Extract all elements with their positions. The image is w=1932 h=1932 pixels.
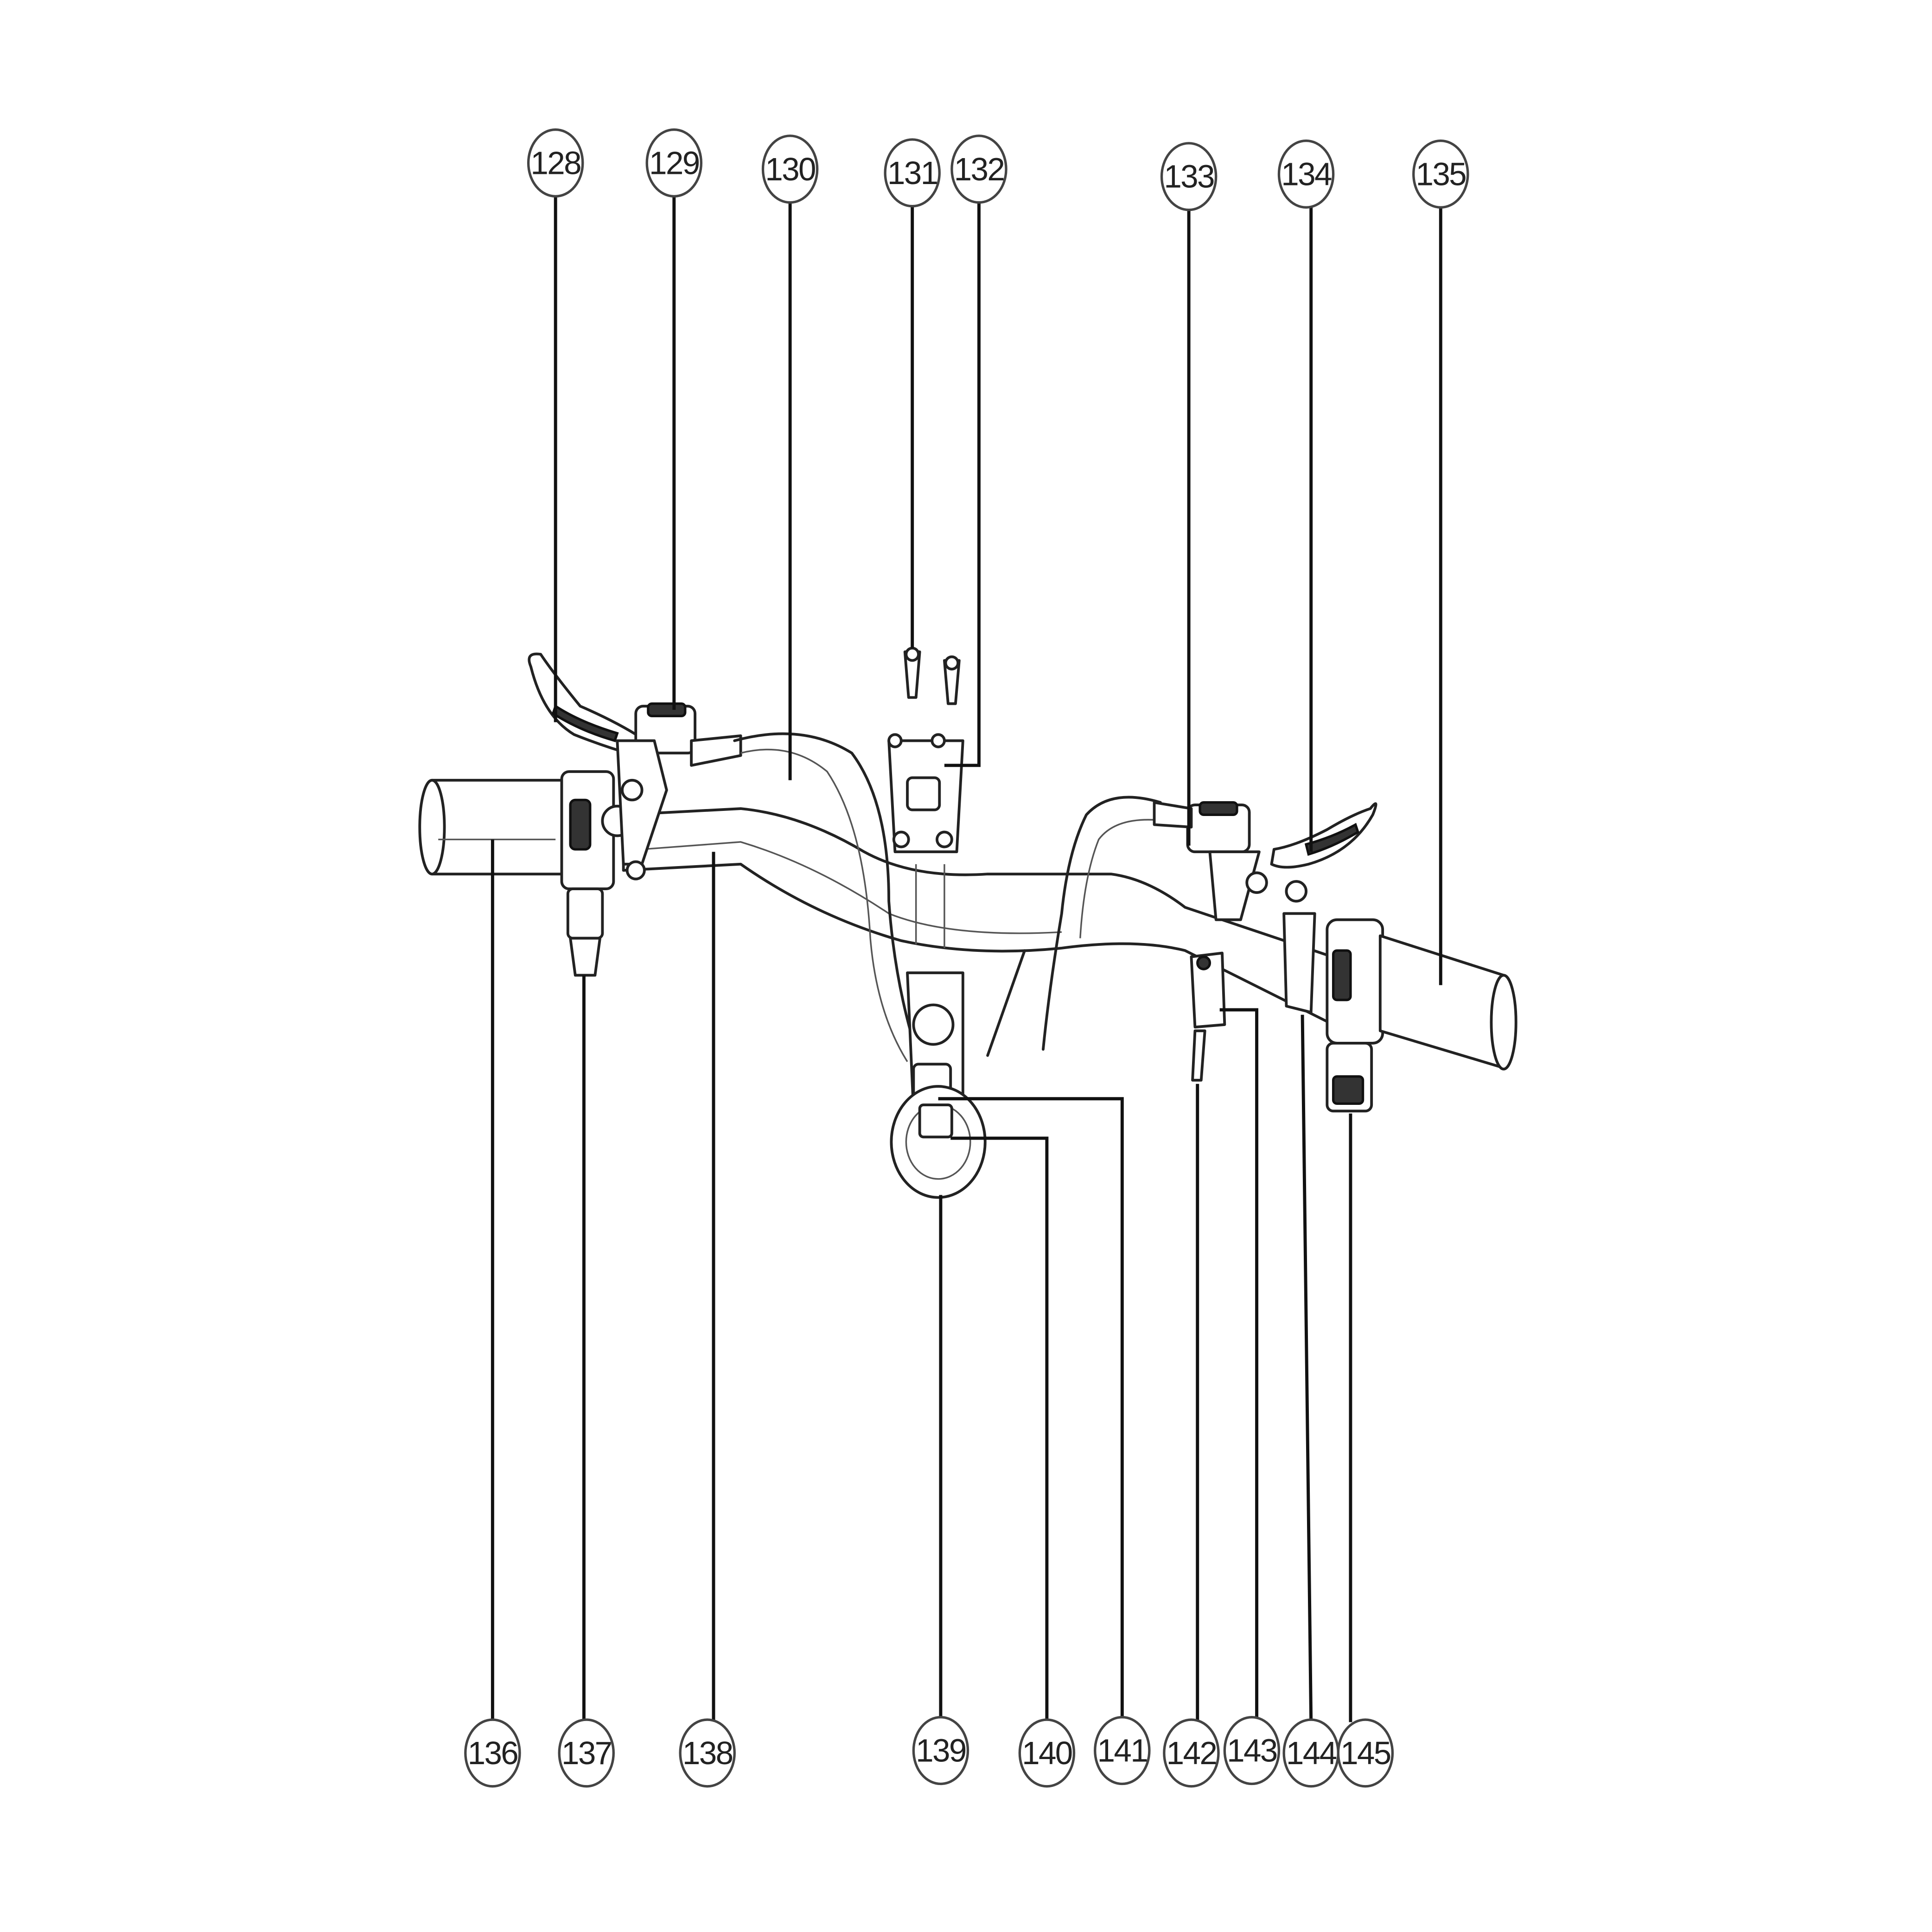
callout-136[interactable]: 136: [464, 1718, 521, 1788]
callout-label: 128: [530, 145, 580, 181]
leader-lines: [491, 191, 1442, 1722]
callout-140[interactable]: 140: [1018, 1718, 1076, 1788]
left-master-cylinder: [616, 702, 742, 880]
callout-130[interactable]: 130: [761, 134, 819, 204]
callout-132[interactable]: 132: [950, 134, 1007, 204]
callout-label: 130: [765, 151, 815, 187]
callout-135[interactable]: 135: [1412, 139, 1469, 209]
callout-label: 129: [649, 145, 699, 181]
horn: [890, 1085, 987, 1199]
callout-label: 142: [1167, 1735, 1217, 1771]
callout-131[interactable]: 131: [884, 138, 941, 208]
callout-label: 140: [1022, 1735, 1072, 1771]
callout-134[interactable]: 134: [1277, 139, 1335, 209]
right-grip: [1378, 934, 1518, 1071]
callout-141[interactable]: 141: [1094, 1716, 1151, 1785]
small-clamp: [1190, 951, 1226, 1082]
left-grip: [418, 778, 563, 876]
left-brake-lever: [528, 652, 644, 757]
callout-138[interactable]: 138: [679, 1718, 736, 1788]
callout-label: 139: [916, 1733, 966, 1769]
callout-label: 132: [954, 151, 1004, 187]
callout-144[interactable]: 144: [1282, 1718, 1339, 1788]
right-switch-housing: [1326, 918, 1384, 1113]
callout-142[interactable]: 142: [1163, 1718, 1220, 1788]
callout-label: 138: [682, 1735, 733, 1771]
callout-129[interactable]: 129: [645, 128, 703, 198]
callout-145[interactable]: 145: [1337, 1718, 1394, 1788]
callout-label: 133: [1164, 159, 1214, 195]
right-master-cylinder: [1153, 801, 1268, 921]
callout-label: 134: [1281, 156, 1332, 192]
right-brake-lever: [1270, 802, 1377, 869]
callout-label: 137: [561, 1735, 612, 1771]
callout-139[interactable]: 139: [912, 1716, 969, 1785]
top-clamp: [887, 733, 964, 854]
callout-label: 135: [1416, 156, 1466, 192]
callout-133[interactable]: 133: [1160, 142, 1218, 211]
callout-label: 136: [468, 1735, 518, 1771]
callout-label: 141: [1097, 1733, 1148, 1769]
callout-128[interactable]: 128: [527, 128, 584, 198]
lower-riser-mount: [906, 971, 964, 1115]
callout-label: 131: [887, 155, 937, 191]
callout-label: 145: [1340, 1735, 1390, 1771]
right-switch-bracket: [1282, 880, 1316, 1014]
callout-label: 144: [1286, 1735, 1337, 1771]
left-switch-housing: [560, 770, 634, 977]
callout-143[interactable]: 143: [1223, 1716, 1281, 1785]
brake-cables: [733, 732, 1167, 1063]
callout-137[interactable]: 137: [558, 1718, 615, 1788]
top-clamp-bolts: [903, 646, 961, 705]
callout-label: 143: [1227, 1733, 1277, 1769]
